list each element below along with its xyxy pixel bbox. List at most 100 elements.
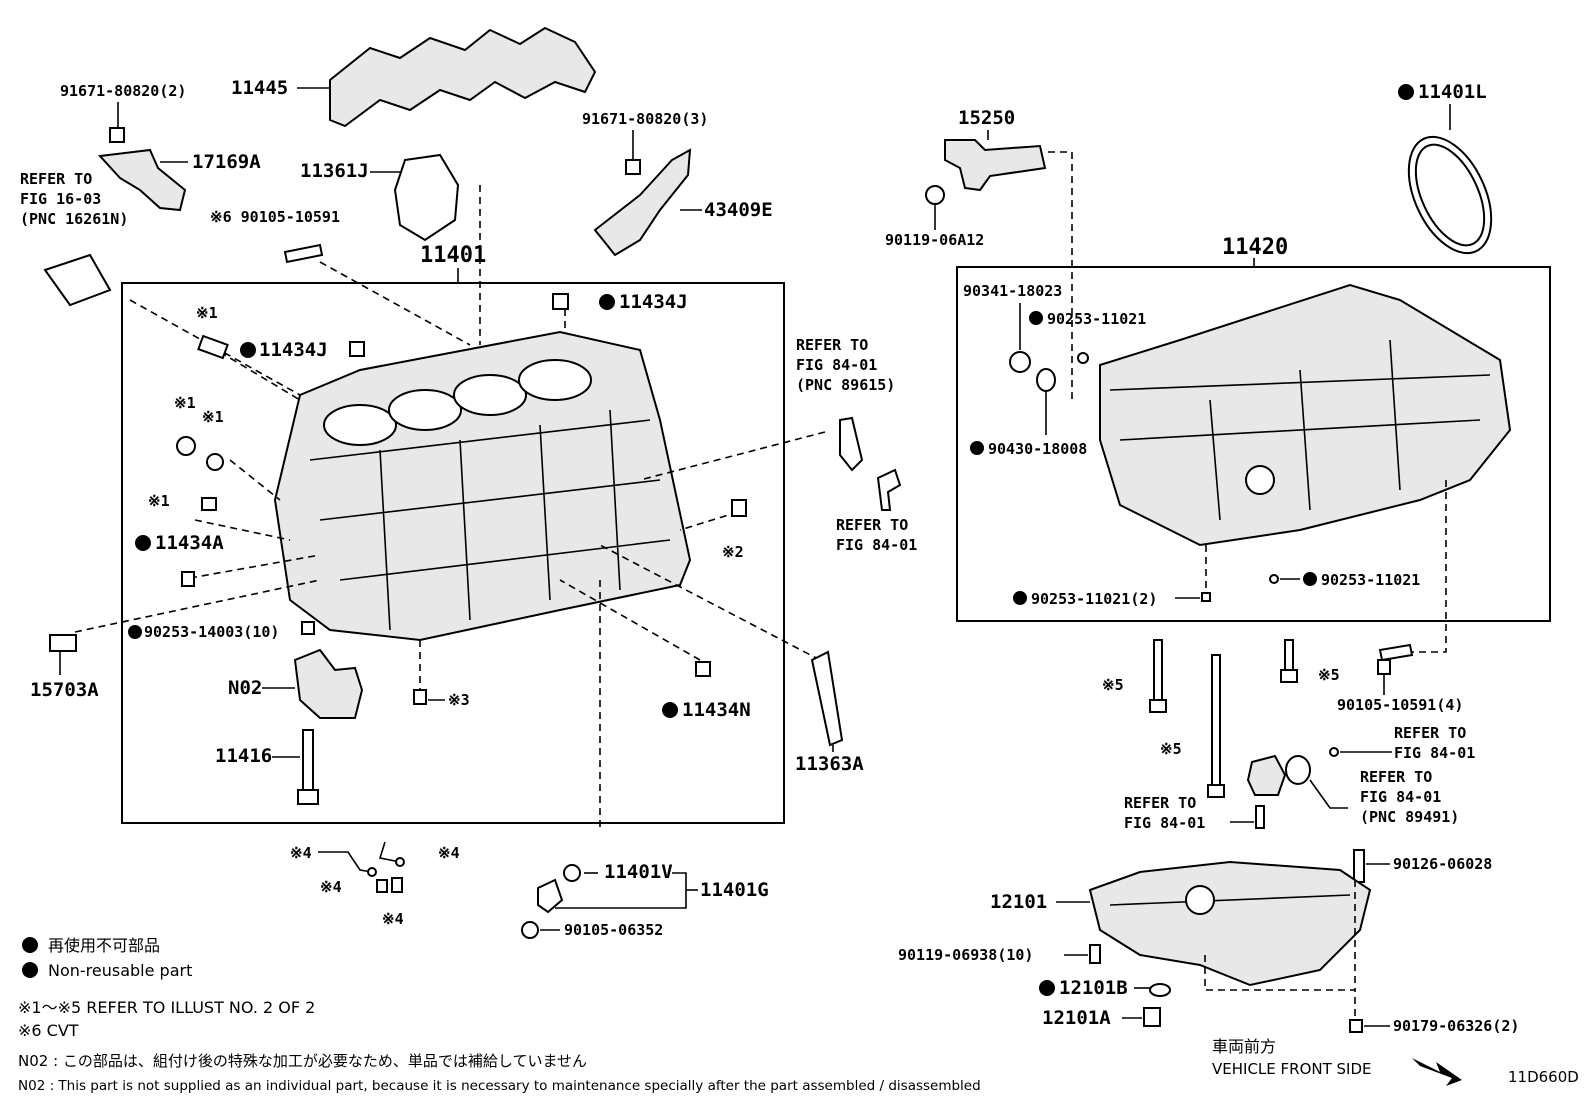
refer-84-01-a-line2: FIG 84-01 (796, 356, 877, 374)
label-11401V: 11401V (604, 861, 673, 883)
pin-x2-icon (731, 499, 747, 517)
oil-control-valve-15250-icon (944, 139, 1047, 192)
legend-dot-1 (22, 937, 38, 953)
oil-level-sensor-icon (1246, 754, 1287, 796)
label-12101A: 12101A (1042, 1007, 1111, 1029)
legend-jp: 再使用不可部品 (48, 936, 160, 955)
note-n02-jp: N02 : この部品は、組付け後の特殊な加工が必要なため、単品では補給していませ… (18, 1052, 587, 1070)
bolt-x5-c-icon (1284, 639, 1294, 671)
bolt-icon-5 (391, 877, 403, 893)
label-90105-10591-cvt: ※6 90105-10591 (210, 208, 340, 226)
bolt-icon-3 (876, 468, 902, 511)
legend-cvt-note: ※6 CVT (18, 1021, 79, 1040)
legend-refer-note: ※1～※5 REFER TO ILLUST NO. 2 OF 2 (18, 998, 315, 1017)
pin-icon-2 (201, 497, 217, 511)
plug-icon-4 (1269, 574, 1279, 584)
label-11434N: 11434N (682, 699, 751, 721)
knock-pin-icon-3 (181, 571, 195, 587)
refer-84-01-a-line3: (PNC 89615) (796, 376, 895, 394)
bolt-icon-4 (376, 879, 388, 893)
refer-84-01-c-line1: REFER TO (1394, 724, 1466, 742)
non-reusable-dot (599, 294, 615, 310)
label-x4-c: ※4 (320, 878, 342, 896)
label-11416: 11416 (215, 745, 272, 767)
label-90105-06352: 90105-06352 (564, 921, 663, 939)
label-90119-06938: 90119-06938(10) (898, 946, 1033, 964)
label-90179-06326: 90179-06326(2) (1393, 1017, 1519, 1035)
refer-84-01-c-line2: FIG 84-01 (1394, 744, 1475, 762)
label-12101B: 12101B (1059, 977, 1128, 999)
stud-90126-icon (1353, 849, 1365, 883)
plug-icon (176, 436, 196, 456)
plug-icon-3 (1077, 352, 1089, 364)
drain-plug-12101A-icon (1143, 1007, 1161, 1027)
label-11434A: 11434A (155, 532, 224, 554)
refer-84-01-e-line2: FIG 84-01 (1360, 788, 1441, 806)
legend-en: Non-reusable part (48, 961, 192, 980)
label-15703A: 15703A (30, 679, 99, 701)
hose-icon (43, 253, 112, 307)
refer-84-01-d-line2: FIG 84-01 (1124, 814, 1205, 832)
bolt-90119-icon (1089, 944, 1101, 964)
front-arrow-icon (1412, 1058, 1462, 1086)
bolt-icon-7 (925, 185, 945, 205)
label-11401L: 11401L (1418, 81, 1487, 103)
label-x2: ※2 (722, 543, 744, 561)
label-11363A: 11363A (795, 753, 864, 775)
figure-code: 11D660D (1508, 1068, 1579, 1086)
pin-icon (197, 334, 229, 360)
label-x1-d: ※1 (148, 492, 170, 510)
label-90253-11021-a: 90253-11021 (1047, 310, 1146, 328)
label-15250: 15250 (958, 107, 1015, 129)
label-x3: ※3 (448, 691, 470, 709)
front-jp: 車両前方 (1212, 1037, 1276, 1056)
note-n02-en: N02 : This part is not supplied as an in… (18, 1078, 981, 1094)
gasket-11361J-icon (393, 153, 460, 242)
refer-84-01-e-line3: (PNC 89491) (1360, 808, 1459, 826)
label-11401: 11401 (420, 243, 486, 268)
front-en: VEHICLE FRONT SIDE (1212, 1060, 1372, 1078)
crankcase-11420-icon (1099, 283, 1512, 547)
hose-11363A-icon (810, 650, 844, 747)
label-N02: N02 (228, 677, 262, 699)
gasket-icon (206, 453, 224, 471)
oring-icon (563, 864, 581, 882)
pin-x3-icon (413, 689, 427, 705)
bracket-17169A-icon (97, 148, 187, 212)
gasket-90430-icon (1036, 368, 1056, 392)
bolt-90105-4-icon (1378, 643, 1414, 662)
label-x5-b: ※5 (1160, 740, 1182, 758)
label-x4-d: ※4 (382, 910, 404, 928)
oil-pan-12101-icon (1088, 860, 1372, 987)
legend-dot-2 (22, 962, 38, 978)
refer-16-03-line2: FIG 16-03 (20, 190, 101, 208)
label-11445: 11445 (231, 77, 288, 99)
label-11401G: 11401G (700, 879, 769, 901)
plug-icon-5 (1201, 592, 1211, 602)
oil-jet-icon (537, 878, 564, 914)
sensor-icon (839, 416, 864, 472)
bolt-icon (109, 127, 125, 143)
label-43409E: 43409E (704, 199, 773, 221)
bolt-x5-a-icon (1153, 639, 1163, 701)
refer-84-01-e-line1: REFER TO (1360, 768, 1432, 786)
bearing-cap-N02-icon (293, 648, 364, 719)
label-91671-80820-2: 91671-80820(2) (60, 82, 186, 100)
refer-16-03-line3: (PNC 16261N) (20, 210, 128, 228)
plug-90341-icon (1009, 351, 1031, 373)
label-11420: 11420 (1222, 235, 1288, 260)
plug-icon-2 (301, 621, 315, 635)
label-x5-a: ※5 (1102, 676, 1124, 694)
label-12101: 12101 (990, 891, 1047, 913)
label-91671-80820-3: 91671-80820(3) (582, 110, 708, 128)
bolt-11416-icon (302, 729, 314, 791)
refer-84-01-a-line1: REFER TO (796, 336, 868, 354)
gasket-12101B-icon (1149, 983, 1171, 997)
refer-16-03-line1: REFER TO (20, 170, 92, 188)
nut-90179-icon (1349, 1019, 1363, 1033)
knock-pin-icon-4 (695, 661, 711, 677)
label-x1-c: ※1 (202, 408, 224, 426)
oil-pressure-switch-icon (1285, 755, 1311, 785)
refer-84-01-b-line1: REFER TO (836, 516, 908, 534)
